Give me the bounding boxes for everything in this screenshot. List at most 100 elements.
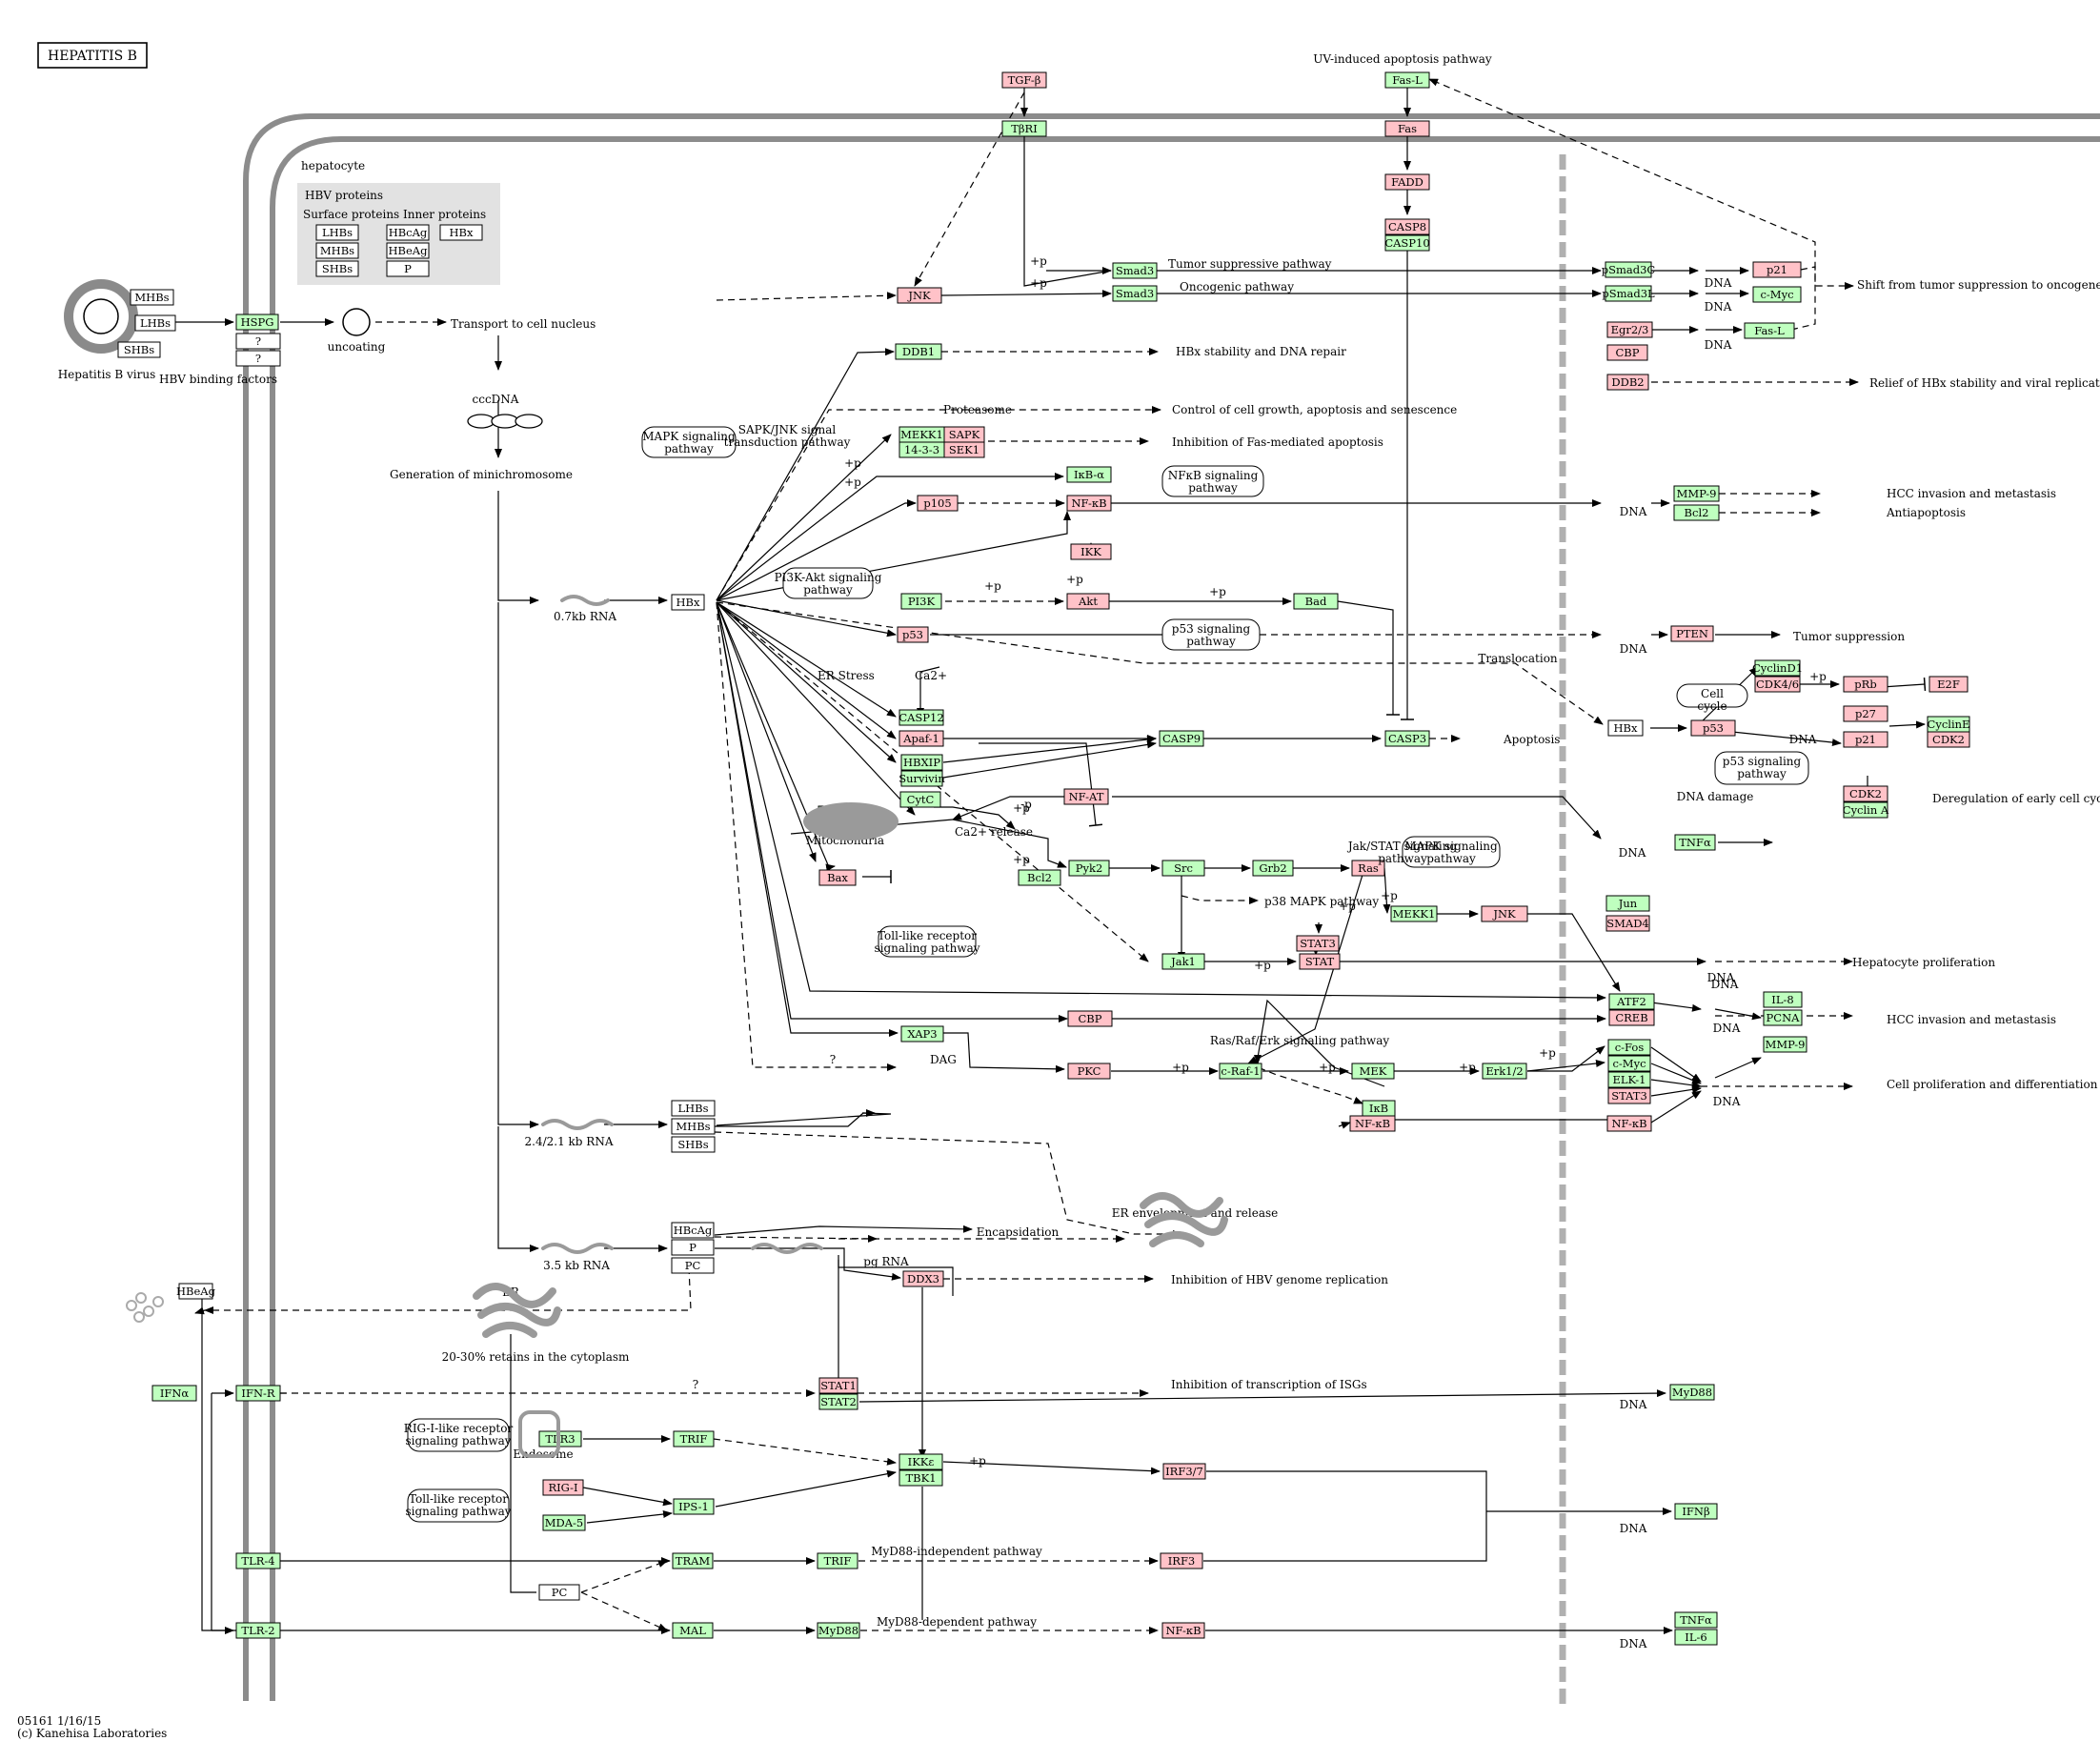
gene-tnf[interactable]: TNFα [1674,834,1716,851]
gene-mhbs[interactable]: MHBs [130,289,174,306]
gene-box[interactable] [117,341,161,358]
gene-nf-b[interactable]: NF-κB [1161,1622,1205,1639]
gene-sapk[interactable]: SAPK [943,426,985,443]
gene-box[interactable] [1605,261,1652,278]
gene-box[interactable] [235,1552,281,1569]
gene-box[interactable] [1673,485,1720,502]
gene-survivin[interactable]: Survivin [899,770,945,787]
gene-box[interactable] [1606,374,1649,391]
gene-box[interactable] [542,1514,586,1531]
gene-grb2[interactable]: Grb2 [1252,860,1294,877]
gene-box[interactable] [1162,1463,1206,1480]
gene-mekk1[interactable]: MEKK1 [1390,905,1438,922]
gene-c-fos[interactable]: c-Fos [1607,1039,1651,1056]
gene-ras[interactable]: Ras [1351,860,1385,877]
gene-box[interactable] [671,1257,715,1274]
gene-box[interactable] [671,1136,716,1153]
gene-box[interactable] [671,1118,716,1135]
gene-erk1-2[interactable]: Erk1/2 [1482,1063,1527,1080]
gene-smad3[interactable]: Smad3 [1112,262,1158,279]
gene-pc[interactable]: PC [671,1257,715,1274]
gene-box[interactable] [1351,860,1385,877]
gene-box[interactable] [235,1385,281,1402]
gene-box[interactable] [1481,905,1528,922]
gene-box[interactable] [1927,731,1970,748]
gene-box[interactable] [1160,1552,1203,1569]
gene-box[interactable] [1067,1010,1113,1027]
gene-box[interactable] [1605,895,1650,912]
gene-box[interactable] [1001,120,1047,137]
gene-psmad3c[interactable]: pSmad3C [1602,261,1656,278]
gene-cbp[interactable]: CBP [1606,344,1648,361]
gene-p53[interactable]: p53 [1690,719,1736,737]
gene-ikk[interactable]: IKK [1070,543,1112,560]
gene-box[interactable] [1674,1611,1718,1629]
gene-hbxip[interactable]: HBXIP [900,754,943,771]
gene-jak1[interactable]: Jak1 [1161,953,1205,970]
gene-box[interactable] [134,314,176,332]
gene-box[interactable] [672,1622,714,1639]
gene-xap3[interactable]: XAP3 [900,1025,944,1043]
gene-casp3[interactable]: CASP3 [1384,730,1430,747]
gene-src[interactable]: Src [1161,860,1205,877]
gene-box[interactable] [1161,860,1205,877]
gene-hbcag[interactable]: HBcAg [671,1222,715,1239]
gene-box[interactable] [1066,495,1112,512]
gene-hbx[interactable]: HBx [671,594,705,611]
gene-box[interactable] [1293,593,1339,610]
gene-box[interactable] [1843,705,1888,722]
gene-box[interactable] [1763,991,1803,1008]
gene-box[interactable] [1928,676,1969,693]
gene-cycline[interactable]: CyclinE [1927,716,1970,733]
gene-box[interactable] [1299,953,1341,970]
gene-box[interactable] [897,287,942,304]
gene-box[interactable] [1112,285,1158,302]
gene-casp9[interactable]: CASP9 [1159,730,1204,747]
gene-box[interactable] [1606,1115,1652,1132]
gene-fas-l[interactable]: Fas-L [1744,322,1795,339]
gene-box[interactable] [1349,1115,1396,1132]
gene-box[interactable] [673,1498,715,1515]
gene-apaf-1[interactable]: Apaf-1 [899,730,944,747]
gene-box[interactable] [897,626,929,643]
gene-box[interactable] [1669,1384,1715,1401]
gene-hbeag[interactable]: HBeAg [176,1283,216,1300]
gene-box[interactable] [1674,834,1716,851]
gene-box[interactable] [235,350,281,367]
gene-egr2-3[interactable]: Egr2/3 [1606,321,1653,338]
gene-box[interactable] [1608,993,1655,1010]
gene-mal[interactable]: MAL [672,1622,714,1639]
gene-smad4[interactable]: SMAD4 [1605,915,1650,932]
gene-mekk1[interactable]: MEKK1 [899,426,945,443]
gene-box[interactable] [1843,676,1888,693]
gene-psmad3l[interactable]: pSmad3L [1602,285,1655,302]
gene-box[interactable] [1763,1009,1803,1026]
gene-lhbs[interactable]: LHBs [671,1100,716,1117]
gene-casp8[interactable]: CASP8 [1384,218,1430,235]
gene-box[interactable] [1754,676,1801,693]
pathway-box[interactable] [1161,465,1264,497]
gene-box[interactable] [1606,321,1653,338]
gene-box[interactable] [1607,719,1644,737]
gene-trif[interactable]: TRIF [817,1552,858,1569]
gene-14-3-3[interactable]: 14-3-3 [899,441,945,458]
gene-c-myc[interactable]: c-Myc [1607,1055,1651,1072]
gene-box[interactable] [1674,1629,1718,1646]
gene-e2f[interactable]: E2F [1928,676,1969,693]
pathway-box[interactable] [1161,618,1261,651]
gene-box[interactable] [899,730,944,747]
gene-stat[interactable]: STAT [1299,953,1341,970]
gene-ikk[interactable]: IKKε [899,1453,943,1470]
gene-bcl2[interactable]: Bcl2 [1018,869,1061,886]
gene-box[interactable] [1018,869,1061,886]
gene-irf3[interactable]: IRF3 [1160,1552,1203,1569]
gene-cyclind1[interactable]: CyclinD1 [1752,659,1803,677]
gene-box[interactable] [1752,286,1802,303]
gene-box[interactable] [817,1622,860,1639]
gene-box[interactable] [1351,1063,1395,1080]
gene-fas-l[interactable]: Fas-L [1384,71,1430,89]
